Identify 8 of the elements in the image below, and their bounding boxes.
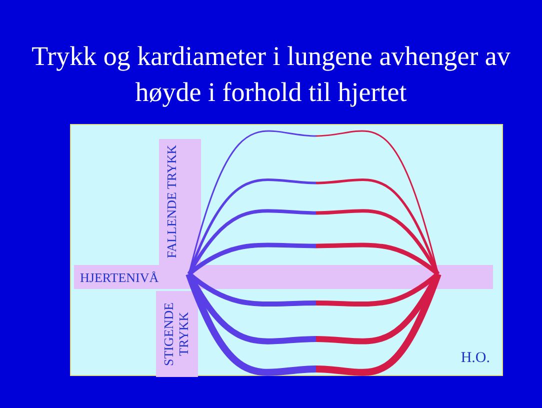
label-band [159, 139, 201, 265]
label-band [156, 291, 198, 377]
band-label: FALLENDE TRYKK [164, 145, 180, 259]
title: Trykk og kardiameter i lungene avhenger av høyde i forhold til hjertet [30, 40, 512, 109]
label-band [74, 265, 493, 289]
band-label: STIGENDE TRYKK [161, 301, 192, 368]
note-label: H.O. [460, 348, 490, 368]
band-label: HJERTENIVÅ [79, 270, 159, 284]
